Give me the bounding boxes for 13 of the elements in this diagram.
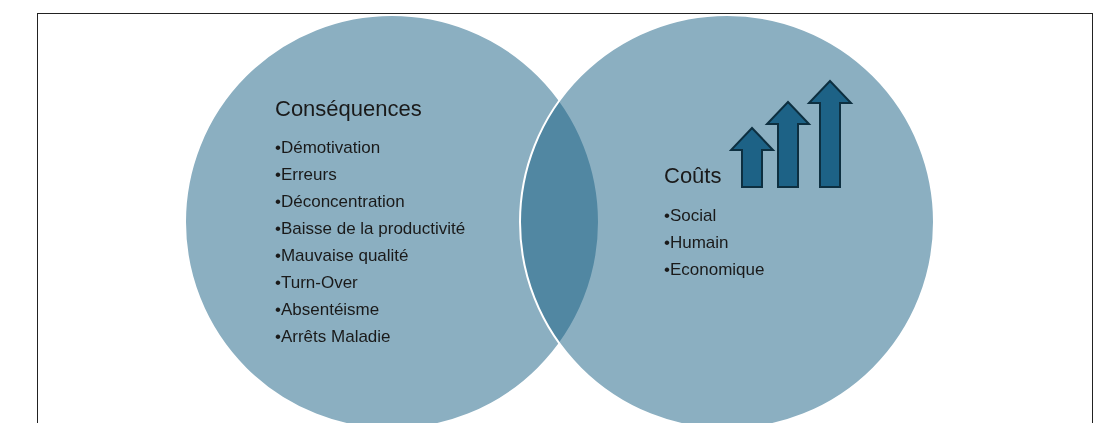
list-item: •Turn-Over [275,272,359,294]
list-item: •Arrêts Maladie [275,326,392,348]
list-item: •Déconcentration [275,191,406,213]
list-item: •Humain [664,232,730,254]
list-item: •Démotivation [275,137,382,159]
list-item: •Social [664,205,718,227]
list-item: •Erreurs [275,164,338,186]
heading: Coûts [664,163,722,189]
list-item: •Mauvaise qualité [275,245,410,267]
list-item: •Economique [664,259,765,281]
list-item: •Absentéisme [275,299,381,321]
heading: Conséquences [275,96,422,122]
list-item: •Baisse de la productivité [275,218,466,240]
